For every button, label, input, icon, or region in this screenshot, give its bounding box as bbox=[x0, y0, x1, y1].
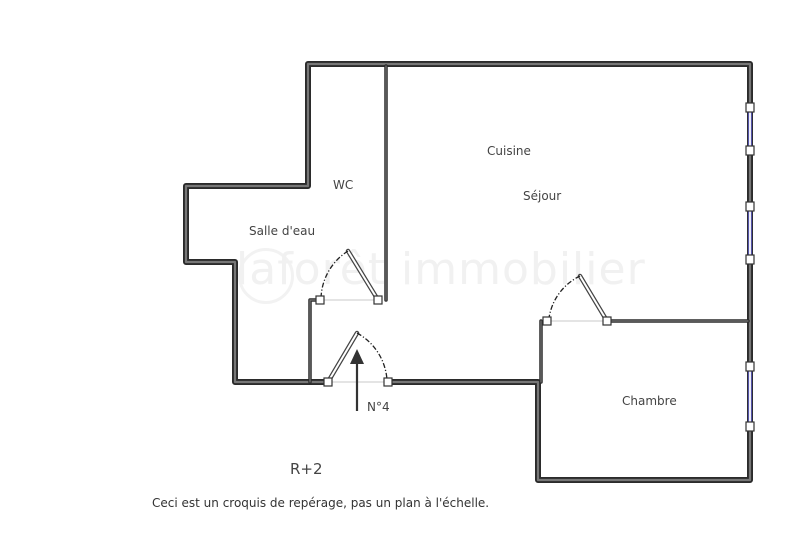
floor-label: R+2 bbox=[290, 460, 323, 478]
disclaimer-text: Ceci est un croquis de repérage, pas un … bbox=[152, 496, 490, 510]
room-label-wc: WC bbox=[333, 178, 354, 192]
interior-partitions bbox=[308, 64, 750, 384]
window-sejour-1 bbox=[745, 102, 755, 156]
exterior-walls bbox=[183, 61, 753, 483]
room-label-chambre: Chambre bbox=[622, 394, 677, 408]
entrance-label: N°4 bbox=[367, 400, 390, 414]
watermark-logo-icon bbox=[238, 248, 294, 304]
entrance-door bbox=[323, 330, 393, 387]
watermark: laforêt immobilier bbox=[236, 244, 646, 295]
room-label-salle-d-eau: Salle d'eau bbox=[249, 224, 316, 238]
room-label-sejour: Séjour bbox=[523, 189, 562, 203]
door-salle-d-eau bbox=[315, 248, 383, 305]
window-sejour-2 bbox=[745, 201, 755, 265]
door-chambre bbox=[542, 273, 612, 326]
room-label-cuisine: Cuisine bbox=[487, 144, 531, 158]
window-chambre bbox=[745, 361, 755, 432]
entrance-arrow-icon bbox=[350, 349, 364, 411]
